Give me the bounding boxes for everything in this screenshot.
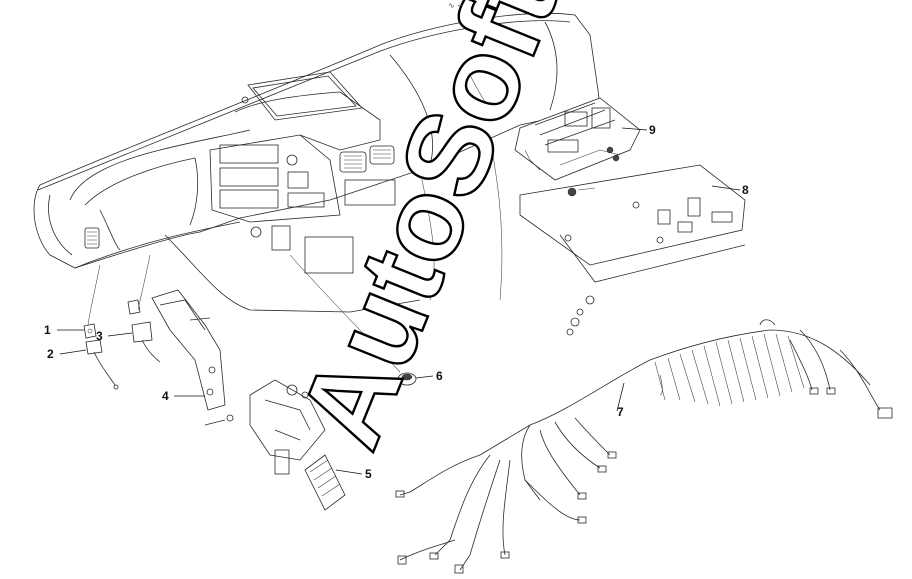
callout-5: 5 xyxy=(365,467,372,481)
dashboard-assembly xyxy=(33,10,601,313)
panel-part-8 xyxy=(519,164,746,336)
callout-4: 4 xyxy=(162,389,169,403)
callout-6: 6 xyxy=(436,369,443,383)
fuse-box-part-9 xyxy=(514,97,641,181)
top-mark: ∿ ∼ xyxy=(448,1,464,10)
callout-8: 8 xyxy=(742,183,749,197)
harness-wire-left-2 xyxy=(137,254,151,311)
bracket-part-3 xyxy=(127,299,161,363)
callout-leaders xyxy=(57,127,741,475)
pedal-assembly-part-5 xyxy=(204,379,346,511)
callout-3: 3 xyxy=(96,329,103,343)
wire-harness-part-7 xyxy=(395,319,893,574)
pedal-bracket-part-4 xyxy=(151,289,226,411)
harness-wire-left xyxy=(87,264,101,326)
clip-part-1 xyxy=(83,323,97,339)
callout-1: 1 xyxy=(44,323,51,337)
callout-9: 9 xyxy=(649,123,656,137)
grommet-part-6 xyxy=(289,254,417,386)
bracket-part-2 xyxy=(85,339,119,390)
callout-2: 2 xyxy=(47,347,54,361)
callout-7: 7 xyxy=(617,405,624,419)
